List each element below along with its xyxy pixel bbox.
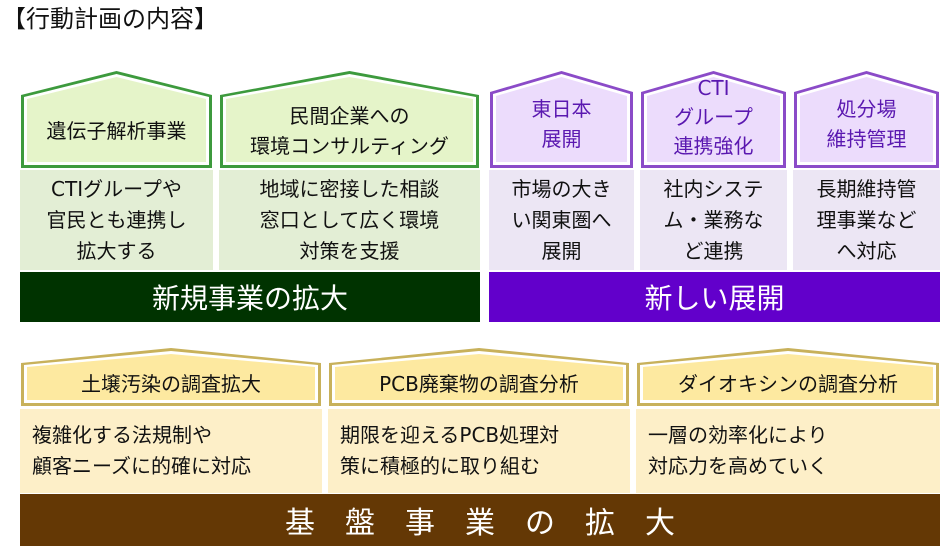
roof-outline xyxy=(220,71,479,168)
house-heading: 処分場 維持管理 xyxy=(826,97,907,151)
house-soil-contamination: 土壌汚染の調査拡大 複雑化する法規制や 顧客ニーズに的確に対応 xyxy=(20,347,322,493)
house-genetic-analysis: 遺伝子解析事業 CTIグループや 官民とも連携し 拡大する xyxy=(20,70,213,270)
house-pcb-waste: PCB廃棄物の調査分析 期限を迎えるPCB処理対 策に積極的に取り組む xyxy=(328,347,630,493)
house-dioxin: ダイオキシンの調査分析 一層の効率化により 対応力を高めていく xyxy=(636,347,940,493)
house-description: 市場の大き い関東圏へ 展開 xyxy=(489,170,634,270)
house-heading: 土壌汚染の調査拡大 xyxy=(81,371,261,396)
house-description: 地域に密接した相談 窓口として広く環境 対策を支援 xyxy=(219,170,480,270)
roof-outline xyxy=(641,71,786,168)
house-description: 社内システ ム・業務な ど連携 xyxy=(640,170,787,270)
roof-outline xyxy=(329,348,629,406)
house-heading: 東日本 展開 xyxy=(531,97,592,151)
house-disposal-site: 処分場 維持管理 長期維持管 理事業など へ対応 xyxy=(793,70,940,270)
house-heading: ダイオキシンの調査分析 xyxy=(678,371,898,396)
house-environmental-consulting: 民間企業への 環境コンサルティング 地域に密接した相談 窓口として広く環境 対策… xyxy=(219,70,480,270)
roof-outline xyxy=(21,348,321,406)
house-description: 一層の効率化により 対応力を高めていく xyxy=(636,409,940,493)
band-new-business: 新規事業の拡大 xyxy=(20,272,480,322)
house-description: CTIグループや 官民とも連携し 拡大する xyxy=(20,170,213,270)
house-heading: 民間企業への 環境コンサルティング xyxy=(250,103,449,158)
house-east-japan: 東日本 展開 市場の大き い関東圏へ 展開 xyxy=(489,70,634,270)
roof-outline xyxy=(490,71,633,168)
roof-outline xyxy=(637,348,939,406)
roof-outline xyxy=(21,71,212,168)
house-description: 期限を迎えるPCB処理対 策に積極的に取り組む xyxy=(328,409,630,493)
house-heading: PCB廃棄物の調査分析 xyxy=(379,371,579,396)
house-heading: 遺伝子解析事業 xyxy=(46,118,187,143)
house-cti-group: CTI グループ 連携強化 社内システ ム・業務な ど連携 xyxy=(640,70,787,270)
house-description: 長期維持管 理事業など へ対応 xyxy=(793,170,940,270)
house-description: 複雑化する法規制や 顧客ニーズに的確に対応 xyxy=(20,409,322,493)
roof-outline xyxy=(794,71,939,168)
band-new-development: 新しい展開 xyxy=(489,272,940,322)
house-heading: CTI グループ 連携強化 xyxy=(673,75,754,158)
band-core-business: 基 盤 事 業 の 拡 大 xyxy=(20,494,940,546)
page-title: 【行動計画の内容】 xyxy=(2,5,218,33)
